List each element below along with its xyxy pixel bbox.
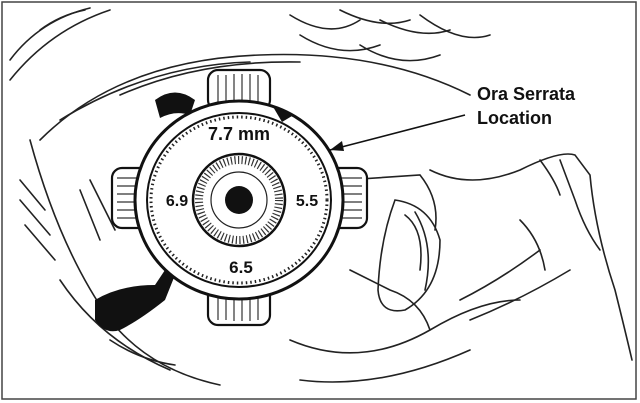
measure-top-label: 7.7 mm: [208, 124, 270, 144]
pupil: [225, 186, 253, 214]
callout-label-line1: Ora Serrata: [477, 84, 576, 104]
measure-bottom-label: 6.5: [229, 258, 253, 277]
callout-label-line2: Location: [477, 108, 552, 128]
eye-iris: [193, 154, 285, 246]
measure-left-label: 6.9: [166, 193, 188, 210]
measure-right-label: 5.5: [296, 193, 318, 210]
